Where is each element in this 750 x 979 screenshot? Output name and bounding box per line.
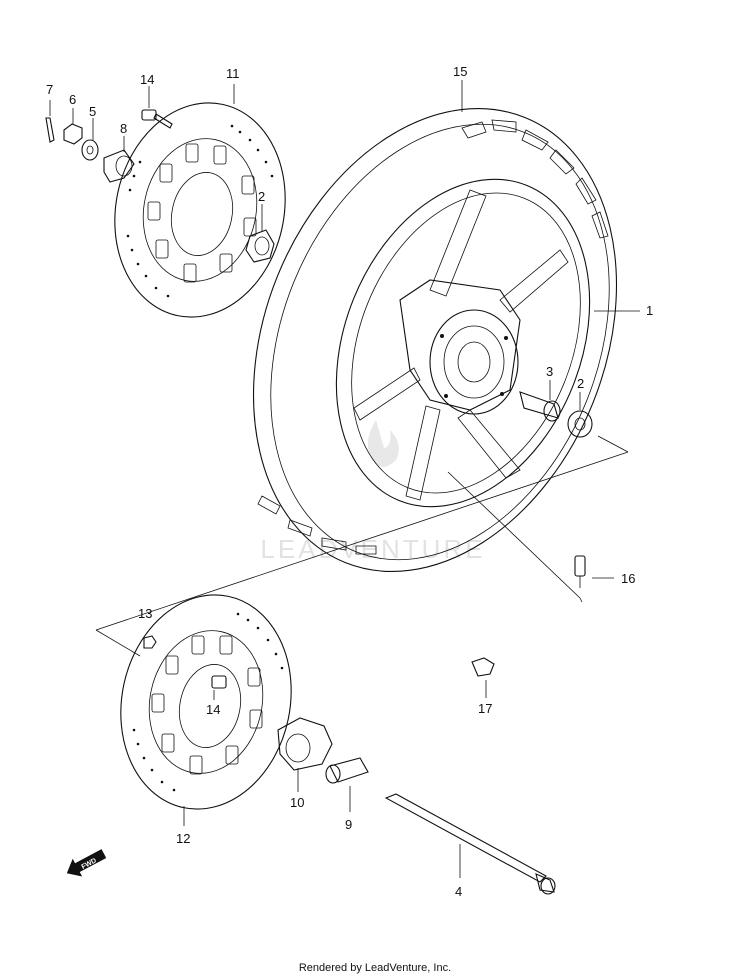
balance-weight xyxy=(471,657,495,698)
alignment-lines xyxy=(95,435,629,657)
callout-16: 16 xyxy=(621,571,635,586)
callout-2-right: 2 xyxy=(577,376,584,391)
air-valve xyxy=(574,555,614,588)
callout-6: 6 xyxy=(69,92,76,107)
callout-12: 12 xyxy=(176,831,190,846)
callout-labels: 1 2 2 3 3 4 5 6 7 8 9 10 11 12 13 14 14 … xyxy=(46,64,653,899)
bolt-upper xyxy=(141,86,173,129)
bolt-lower xyxy=(143,635,227,700)
bearings-right xyxy=(245,204,593,438)
callout-8: 8 xyxy=(120,121,127,136)
brake-disc-upper xyxy=(114,84,286,318)
watermark-text: LEADVENTURE xyxy=(260,534,485,564)
callout-14-upper: 14 xyxy=(140,72,154,87)
brake-disc-lower xyxy=(120,594,292,826)
tire-and-wheel xyxy=(252,80,640,573)
spacer xyxy=(325,757,369,812)
callout-14-lower: 14 xyxy=(206,702,220,717)
callout-17: 17 xyxy=(478,701,492,716)
callout-7: 7 xyxy=(46,82,53,97)
footer-credit: Rendered by LeadVenture, Inc. xyxy=(298,962,452,974)
callout-1: 1 xyxy=(646,303,653,318)
callout-13: 13 xyxy=(138,606,152,621)
forward-direction-arrow: FWD xyxy=(66,849,107,877)
callout-4: 4 xyxy=(455,884,462,899)
callout-5: 5 xyxy=(89,104,96,119)
callout-15: 15 xyxy=(453,64,467,79)
collar xyxy=(277,717,333,792)
axle-small-parts xyxy=(45,100,135,183)
callout-2-left: 2 xyxy=(258,189,265,204)
callout-9: 9 xyxy=(345,817,352,832)
callout-11: 11 xyxy=(226,66,240,81)
callout-3-right: 3 xyxy=(546,364,553,379)
front-axle xyxy=(384,793,556,895)
callout-10: 10 xyxy=(290,795,304,810)
leadventure-watermark: LEADVENTURE xyxy=(260,420,485,564)
